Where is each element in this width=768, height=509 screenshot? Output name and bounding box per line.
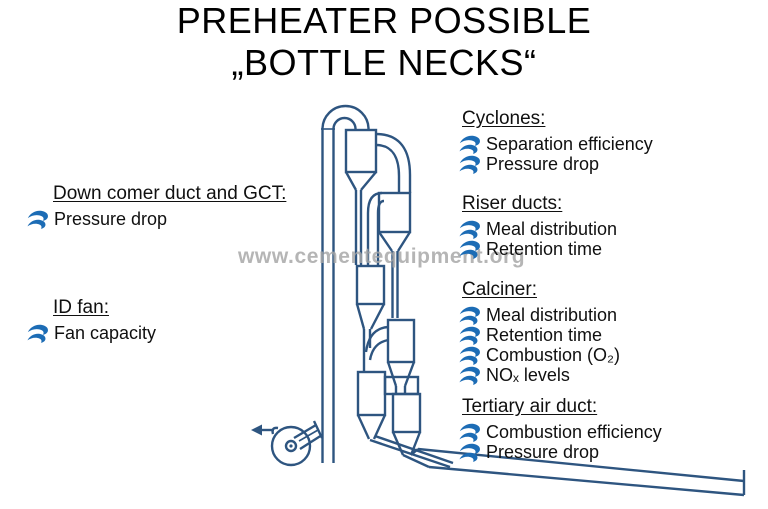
list-item: Separation efficiency — [458, 134, 653, 154]
kiln-riser-vessel — [383, 375, 430, 469]
bullet-item-label: Meal distribution — [486, 304, 618, 325]
section-heading: ID fan: — [53, 297, 109, 318]
section-tertiary-air-duct: Tertiary air duct: Combustion efficiency… — [458, 396, 662, 462]
section-heading: Riser ducts: — [462, 193, 563, 214]
title-line-2: „BOTTLE NECKS“ — [231, 42, 537, 83]
riser-duct-2-to-1 — [375, 132, 412, 193]
section-heading: Tertiary air duct: — [462, 396, 598, 417]
page-title: PREHEATER POSSIBLE „BOTTLE NECKS“ — [0, 0, 768, 84]
swoosh-bullet-icon — [458, 134, 483, 154]
cyclone-stage-2 — [377, 191, 412, 318]
riser-duct-into-4 — [364, 325, 389, 361]
downcomer-duct — [321, 104, 370, 463]
cyclone-stage-4 — [386, 318, 416, 394]
list-item: Pressure drop — [26, 209, 286, 229]
bullet-item-label: Retention time — [486, 238, 603, 259]
title-line-1: PREHEATER POSSIBLE — [176, 0, 592, 41]
section-cyclones: Cyclones: Separation efficiency Pressure… — [458, 108, 653, 174]
bullet-item-label: Combustion efficiency — [486, 421, 662, 442]
list-item: Pressure drop — [458, 442, 662, 462]
list-item: Fan capacity — [26, 323, 156, 343]
swoosh-bullet-icon — [26, 323, 51, 343]
list-item: Combustion (O₂) — [458, 345, 620, 365]
fan-flow-arrow-icon — [251, 424, 274, 436]
section-id-fan: ID fan: Fan capacity — [26, 297, 156, 343]
cyclone-stage-1 — [344, 128, 378, 265]
swoosh-bullet-icon — [458, 365, 483, 385]
list-item: Meal distribution — [458, 305, 620, 325]
bullet-item-label: Combustion (O₂) — [486, 344, 621, 365]
section-heading: Calciner: — [462, 279, 537, 300]
bullet-item-label: Separation efficiency — [486, 133, 653, 154]
riser-duct-3-to-2 — [366, 191, 385, 265]
bullet-item-label: NOₓ levels — [486, 364, 570, 385]
swoosh-bullet-icon — [458, 154, 483, 174]
swoosh-bullet-icon — [458, 422, 483, 442]
watermark-text: www.cementequipment.org — [238, 245, 526, 268]
bullet-item-label: Pressure drop — [486, 153, 600, 174]
bullet-item-label: Pressure drop — [486, 441, 600, 462]
bullet-item-label: Pressure drop — [54, 208, 168, 229]
list-item: Combustion efficiency — [458, 422, 662, 442]
section-downcomer-gct: Down comer duct and GCT: Pressure drop — [26, 183, 286, 229]
section-riser-ducts: Riser ducts: Meal distribution Retention… — [458, 193, 617, 259]
list-item: Retention time — [458, 325, 620, 345]
swoosh-bullet-icon — [458, 325, 483, 345]
list-item: Meal distribution — [458, 219, 617, 239]
bullet-item-label: Fan capacity — [54, 322, 157, 343]
bullet-item-label: Meal distribution — [486, 218, 618, 239]
swoosh-bullet-icon — [458, 345, 483, 365]
swoosh-bullet-icon — [26, 209, 51, 229]
list-item: Pressure drop — [458, 154, 653, 174]
bullet-item-label: Retention time — [486, 324, 603, 345]
swoosh-bullet-icon — [458, 305, 483, 325]
list-item: NOₓ levels — [458, 365, 620, 385]
section-heading: Cyclones: — [462, 108, 546, 129]
section-heading: Down comer duct and GCT: — [53, 183, 287, 204]
swoosh-bullet-icon — [458, 442, 483, 462]
swoosh-bullet-icon — [458, 219, 483, 239]
id-fan-drawing — [251, 420, 324, 467]
section-calciner: Calciner: Meal distribution Retention ti… — [458, 279, 620, 385]
swoosh-bullet-icon — [458, 239, 483, 259]
list-item: Retention time — [458, 239, 617, 259]
